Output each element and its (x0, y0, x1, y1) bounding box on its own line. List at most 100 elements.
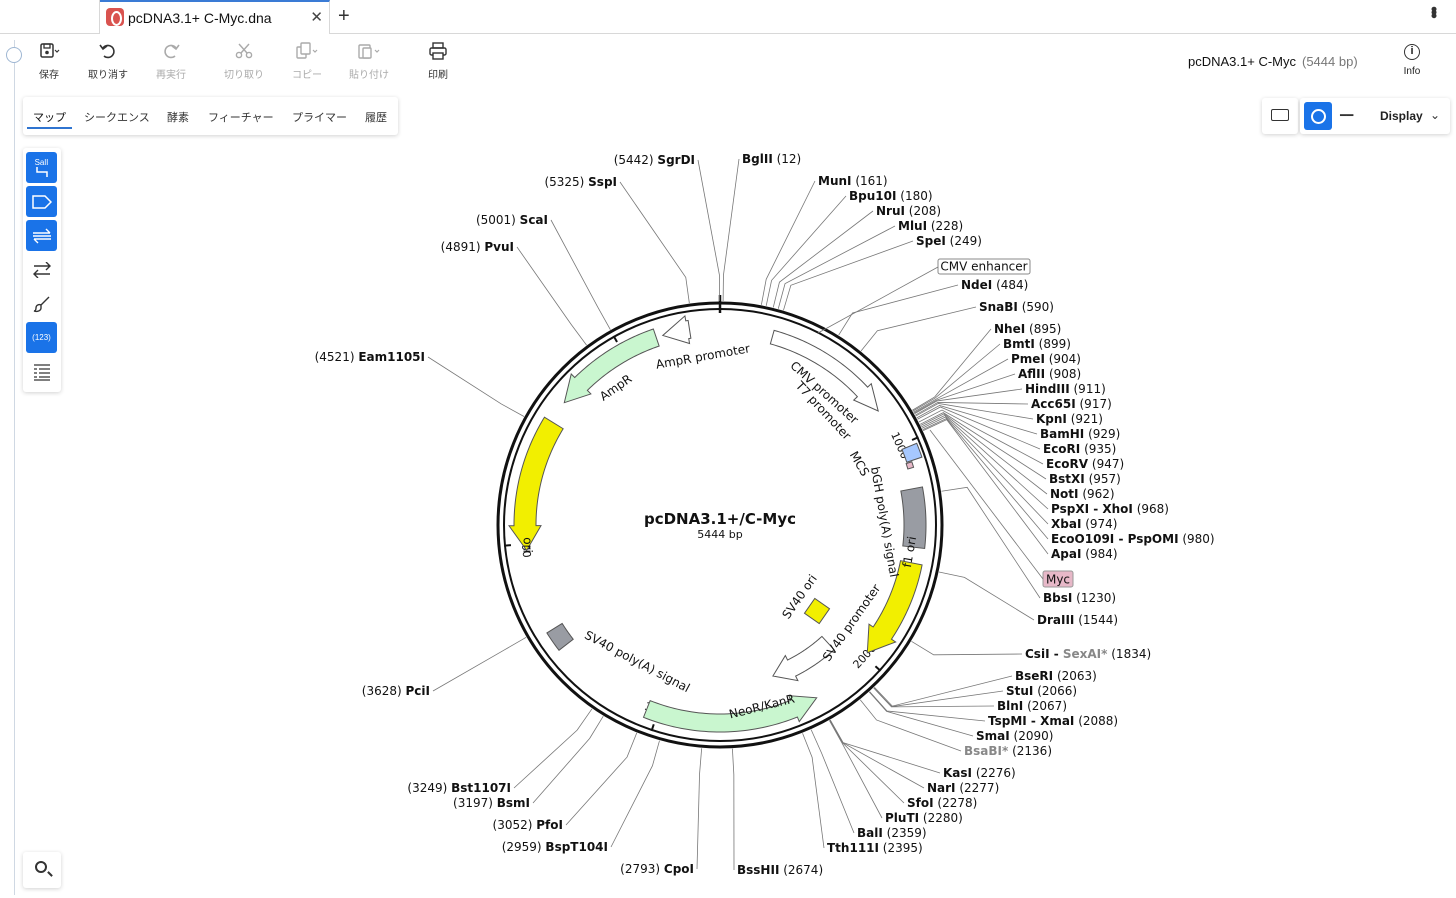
site-label: BamHI (929) (1040, 427, 1120, 441)
site-leader-line (941, 487, 1040, 598)
site-label: EcoO109I - PspOMI (980) (1051, 532, 1215, 546)
site-leader-line (914, 359, 1008, 412)
site-label: AflII (908) (1018, 367, 1081, 381)
site-label: (3628) PciI (362, 684, 430, 698)
site-leader-line (912, 329, 991, 410)
myc-leader (930, 430, 1043, 579)
site-label: BsaBI* (2136) (964, 744, 1052, 758)
feature-label: MCS (847, 449, 872, 479)
site-leader-line (829, 720, 882, 818)
site-leader-line (920, 413, 1046, 479)
myc-block (906, 462, 913, 469)
site-leader-line (830, 720, 924, 788)
site-label: StuI (2066) (1006, 684, 1077, 698)
feature-label: AmpR promoter (655, 341, 751, 371)
site-label: BlnI (2067) (997, 699, 1067, 713)
site-leader-line (620, 182, 689, 303)
site-leader-line (433, 637, 526, 691)
site-label: (3052) PfoI (493, 818, 563, 832)
site-label: NarI (2277) (927, 781, 999, 795)
site-label: (2793) CpoI (620, 862, 694, 876)
ampr-promoter-arrow (663, 316, 691, 344)
site-label: (2959) BspT104I (502, 840, 608, 854)
site-label: KasI (2276) (943, 766, 1016, 780)
site-label: SmaI (2090) (976, 729, 1053, 743)
site-label: ApaI (984) (1051, 547, 1118, 561)
tick-mark (504, 545, 511, 546)
site-leader-line (921, 414, 1047, 494)
site-label: EcoRI (935) (1043, 442, 1116, 456)
site-label: DraIII (1544) (1037, 613, 1118, 627)
site-leader-line (611, 741, 659, 847)
site-leader-line (913, 344, 1000, 411)
site-label: (4521) Eam1105I (315, 350, 425, 364)
sv40-polya-block (547, 623, 573, 650)
tick-mark (875, 666, 880, 671)
site-label: Tth111I (2395) (827, 841, 923, 855)
site-label: (5442) SgrDI (614, 153, 695, 167)
plasmid-length: 5444 bp (697, 528, 742, 541)
site-leader-line (533, 716, 603, 803)
site-leader-line (732, 749, 734, 870)
site-leader-line (783, 241, 913, 310)
cmv-enhancer-text: CMV enhancer (940, 260, 1027, 274)
site-label: BglII (12) (742, 152, 801, 166)
site-leader-line (874, 676, 1012, 706)
site-leader-line (698, 160, 719, 301)
site-label: Bpu10I (180) (849, 189, 933, 203)
site-label: KpnI (921) (1036, 412, 1103, 426)
site-label: NdeI (484) (961, 278, 1028, 292)
site-leader-line (723, 159, 739, 301)
site-leader-line (428, 357, 524, 417)
site-label: BseRI (2063) (1015, 669, 1097, 683)
site-leader-line (830, 720, 904, 803)
site-label: NotI (962) (1050, 487, 1115, 501)
site-label: XbaI (974) (1051, 517, 1118, 531)
site-label: (5001) ScaI (476, 213, 548, 227)
site-label: SpeI (249) (916, 234, 982, 248)
site-leader-line (566, 733, 637, 825)
site-label: HindIII (911) (1025, 382, 1106, 396)
site-label: PluTI (2280) (885, 811, 963, 825)
site-leader-line (861, 307, 976, 351)
site-label: MunI (161) (818, 174, 888, 188)
site-label: (3197) BsmI (453, 796, 530, 810)
site-label: NheI (895) (994, 322, 1061, 336)
site-leader-line (839, 285, 958, 335)
myc-badge-label: Myc (1046, 573, 1070, 587)
feature-label: ori (521, 537, 535, 553)
site-leader-line (939, 572, 1034, 620)
site-leader-line (916, 403, 1033, 419)
cmv-enhancer-label: CMV enhancer (938, 259, 1030, 274)
site-label: BmtI (899) (1003, 337, 1071, 351)
site-leader-line (697, 748, 702, 869)
site-label: MluI (228) (898, 219, 963, 233)
site-label: BbsI (1230) (1043, 591, 1116, 605)
site-leader-line (766, 196, 846, 306)
site-label: PmeI (904) (1011, 352, 1081, 366)
cmv-enhancer-leader (818, 267, 938, 333)
feature-label: SV40 poly(A) signal (582, 628, 692, 695)
site-leader-line (860, 700, 961, 751)
site-label: SnaBI (590) (979, 300, 1054, 314)
site-leader-line (911, 641, 1022, 654)
site-label: TspMI - XmaI (2088) (988, 714, 1118, 728)
site-label: PspXI - XhoI (968) (1051, 502, 1169, 516)
site-label: BstXI (957) (1049, 472, 1121, 486)
feature-label: bGH poly(A) signal (868, 466, 901, 579)
site-leader-line (517, 247, 587, 345)
site-label: (5325) SspI (544, 175, 617, 189)
site-label: NruI (208) (876, 204, 941, 218)
site-label: CsiI - SexAI* (1834) (1025, 647, 1151, 661)
site-label: BalI (2359) (857, 826, 927, 840)
site-label: (4891) PvuI (441, 240, 514, 254)
site-label: EcoRV (947) (1046, 457, 1124, 471)
site-label: SfoI (2278) (907, 796, 977, 810)
site-label: Acc65I (917) (1031, 397, 1112, 411)
site-leader-line (514, 709, 592, 788)
site-leader-line (551, 220, 610, 330)
site-leader-line (874, 688, 1003, 707)
site-leader-line (761, 181, 815, 305)
